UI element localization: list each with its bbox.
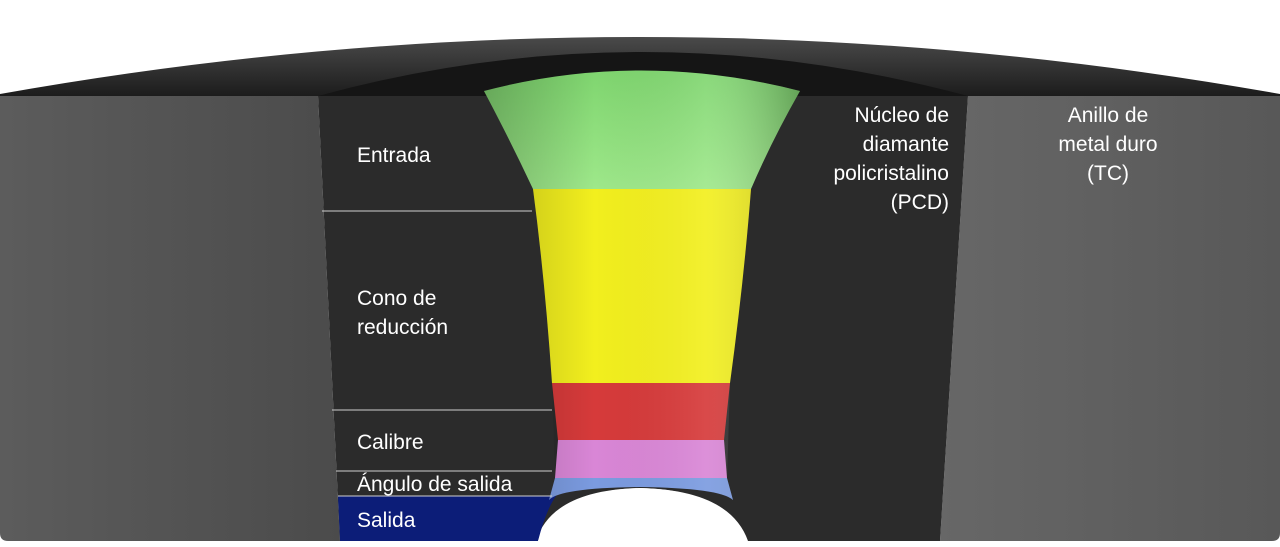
label-cono-line2: reducción: [357, 316, 448, 339]
label-ring-line2: metal duro: [1058, 133, 1157, 156]
carbide-ring-right-face: [940, 96, 1280, 541]
bore-shading: [484, 70, 800, 500]
label-entrada: Entrada: [357, 144, 431, 167]
salida-band: [338, 496, 556, 541]
label-core-line2: diamante: [863, 133, 949, 156]
label-angulo: Ángulo de salida: [357, 473, 513, 496]
label-core-line4: (PCD): [891, 191, 949, 214]
label-core-line1: Núcleo de: [854, 104, 949, 127]
label-cono-line1: Cono de: [357, 287, 436, 310]
exit-opening: [536, 488, 748, 547]
label-ring-line3: (TC): [1087, 162, 1129, 185]
label-ring-line1: Anillo de: [1068, 104, 1149, 127]
carbide-ring-left-face: [0, 96, 340, 541]
label-core-line3: policristalino: [833, 162, 949, 185]
label-calibre: Calibre: [357, 431, 424, 454]
label-salida: Salida: [357, 509, 416, 532]
